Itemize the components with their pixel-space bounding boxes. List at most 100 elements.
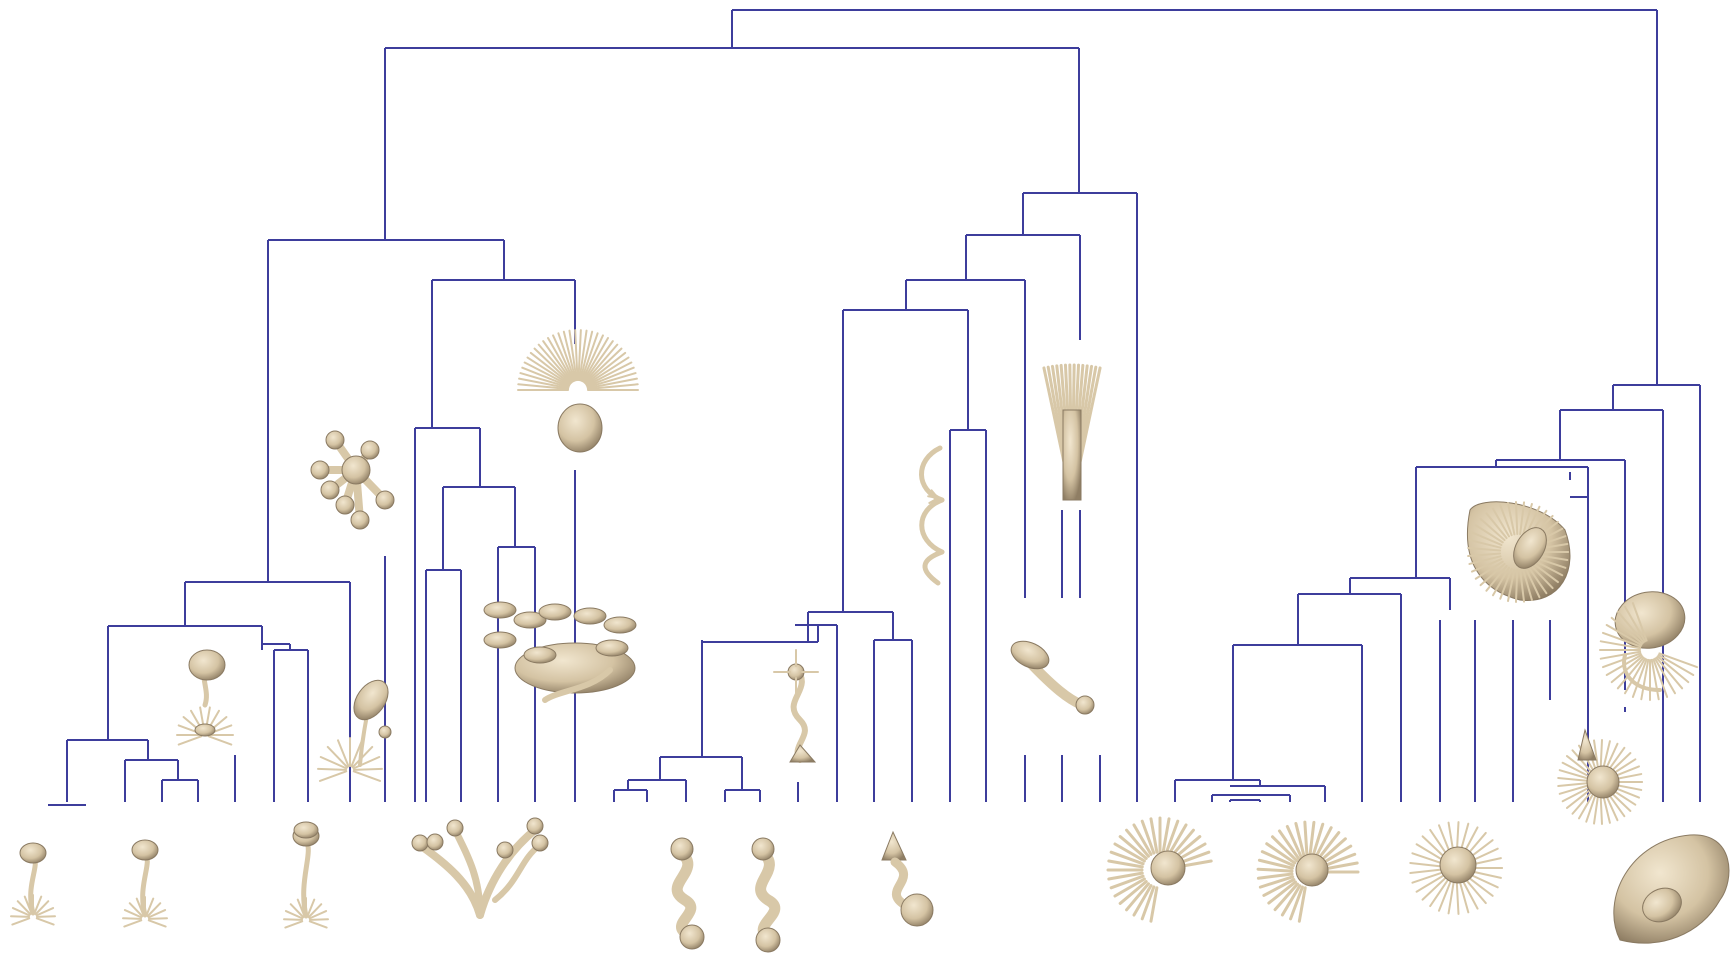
c-shaped-segments: [921, 448, 942, 583]
c-segment-icon: [921, 448, 942, 583]
spiky-shell-icon: [1410, 822, 1502, 914]
shape-stroke: [179, 736, 202, 744]
shape-stroke: [761, 852, 775, 937]
shape-stroke: [149, 918, 167, 919]
mushroom-cluster: [443, 487, 515, 570]
shape-blob: [1296, 854, 1328, 886]
club-shape: [1007, 636, 1094, 714]
shape-blob: [604, 617, 636, 633]
dendrogram-tree: [48, 10, 1700, 805]
shape-blob: [558, 404, 602, 452]
stick-bundle-icon: [1044, 365, 1100, 500]
tube-sub-6: [660, 757, 742, 790]
open-spiral-shell: [1600, 586, 1697, 700]
shape-blob: [412, 835, 428, 851]
urchin-icon: [518, 330, 638, 452]
shape-stroke: [1558, 778, 1588, 781]
ridged-shell-icon: [1258, 822, 1358, 921]
tube-sub-8: [614, 790, 647, 802]
twisted-torus: [1467, 502, 1570, 602]
cone-tube-icon: [882, 832, 933, 926]
stalked-flower-small: [11, 843, 55, 925]
shape-blob: [132, 840, 158, 860]
shell-sub-3b: [1570, 497, 1588, 710]
cone-base: [790, 745, 815, 762]
shape-stroke: [354, 769, 382, 770]
mid-sub-1: [966, 235, 1080, 340]
twisted-torus-icon: [1467, 502, 1570, 602]
shape-blob: [347, 674, 395, 726]
shape-stroke: [320, 771, 346, 781]
shape-stroke: [284, 919, 302, 920]
club-icon: [1007, 636, 1094, 714]
spiral-shell-icon: [1558, 730, 1642, 824]
root-link: [732, 10, 1657, 385]
shape-blob: [532, 835, 548, 851]
large-coiled-shell: [1614, 835, 1729, 943]
shape-blob: [351, 511, 369, 529]
stalked-flower-icon: [123, 840, 167, 927]
shape-stroke: [318, 769, 346, 770]
major-split: [385, 48, 1079, 240]
mushroom-cluster-icon: [484, 602, 636, 700]
shape-blob: [361, 441, 379, 459]
shape-stroke: [1258, 869, 1292, 871]
shape-blob: [1076, 696, 1094, 714]
shape-blob: [752, 838, 774, 860]
shell-sub-10: [1230, 800, 1260, 802]
flower-leaf-c: [162, 780, 198, 802]
shape-stroke: [921, 448, 942, 500]
hairy-sea-urchin: [518, 330, 638, 452]
shape-stroke: [310, 919, 328, 920]
tube-cluster: [808, 612, 893, 642]
shape-blob: [680, 925, 704, 949]
wavy-tube-icon: [671, 838, 704, 949]
stalked-flower-icon: [11, 843, 55, 925]
shape-stroke: [1305, 822, 1307, 856]
shape-stroke: [123, 918, 141, 919]
tube-sub-3: [795, 625, 837, 802]
shape-blob: [447, 820, 463, 836]
shape-blob: [484, 602, 516, 618]
shape-stroke: [1558, 783, 1588, 786]
shape-blob: [1611, 586, 1690, 653]
shape-blob: [1151, 851, 1185, 885]
shape-blob: [311, 461, 329, 479]
shape-stroke: [1516, 570, 1517, 602]
rose-icon: [284, 822, 328, 928]
cone-tipped-tube: [882, 832, 933, 926]
rose-on-stalk: [284, 822, 328, 928]
shape-blob: [20, 843, 46, 863]
spiral-tip: [1578, 730, 1596, 760]
ridged-shell-icon: [1108, 818, 1211, 921]
shape-stroke: [1410, 863, 1442, 866]
shape-stroke: [1601, 794, 1602, 824]
shape-blob: [336, 496, 354, 514]
shape-blob: [497, 842, 513, 858]
shape-stroke: [37, 918, 54, 924]
shell-sub-4: [1350, 578, 1450, 594]
mid-sub-2: [906, 280, 1025, 598]
shape-stroke: [124, 920, 141, 926]
shape-stroke: [895, 862, 905, 905]
shape-blob: [326, 431, 344, 449]
wavy-tube-icon: [752, 838, 780, 952]
shape-stroke: [1410, 870, 1442, 873]
flower-sub-3: [274, 650, 308, 802]
tube-sub-1: [874, 640, 912, 802]
coral-cluster-icon: [311, 431, 394, 529]
shape-stroke: [310, 921, 327, 927]
shape-blob: [756, 928, 780, 952]
shape-stroke: [1457, 882, 1459, 914]
shape-blob: [427, 834, 443, 850]
shape-blob: [484, 632, 516, 648]
shape-blob: [1587, 766, 1619, 798]
shape-stroke: [12, 918, 29, 924]
flower-sub: [108, 626, 262, 740]
shape-blob: [376, 491, 394, 509]
coral-cluster: [415, 428, 480, 487]
spiral-plant-icon: [177, 650, 233, 745]
shell-sub-5: [1298, 594, 1401, 802]
spiked-wavy-tube: [774, 650, 818, 762]
